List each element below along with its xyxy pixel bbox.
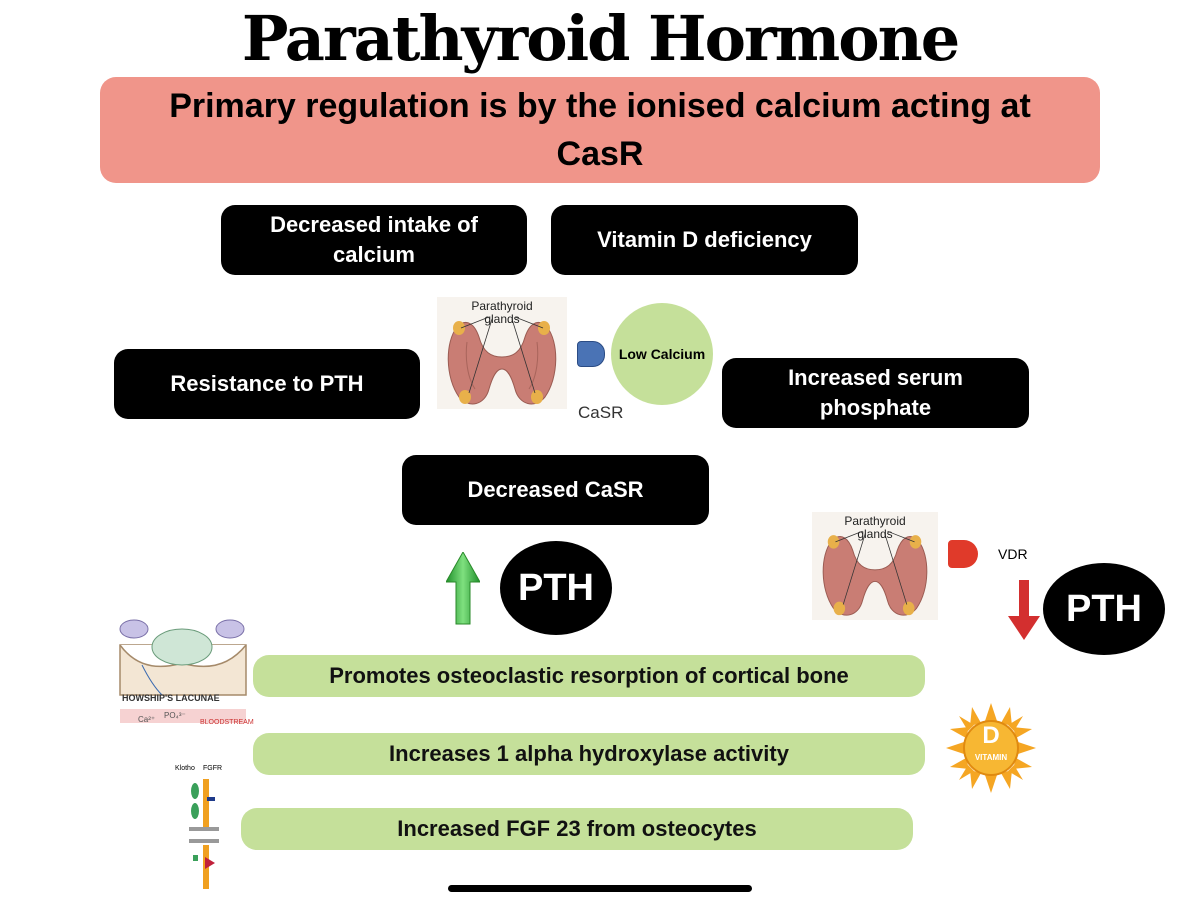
vdr-receptor-icon <box>948 540 978 568</box>
page-title: Parathyroid Hormone <box>241 2 960 75</box>
thyroid-illustration <box>447 316 557 405</box>
factor-calcium-intake: Decreased intake of calcium <box>221 205 527 275</box>
thyroid-illustration-2 <box>822 530 928 616</box>
action-fgf23: Increased FGF 23 from osteocytes <box>241 808 913 850</box>
factor-decreased-casr: Decreased CaSR <box>402 455 709 525</box>
pth-decrease-oval: PTH <box>1043 563 1165 655</box>
vitamin-text: VITAMIN <box>974 753 1008 762</box>
calcium-ion-label: Ca²⁺ <box>138 715 156 724</box>
parathyroid-gland-image-2: Parathyroid glands <box>812 512 938 620</box>
vitamin-d-sun-icon <box>946 703 1036 793</box>
fgfr-klotho-figure: Klotho FGFR <box>175 765 225 893</box>
gland-label-2: Parathyroid glands <box>844 514 906 541</box>
gland-label: Parathyroid glands <box>471 299 533 326</box>
up-arrow-icon <box>446 552 480 625</box>
vitamin-d-letter: D <box>982 722 1000 749</box>
pth-increase-oval: PTH <box>500 541 612 635</box>
bloodstream-label: BLOODSTREAM <box>200 719 254 726</box>
howships-label: HOWSHIP'S LACUNAE <box>122 693 220 703</box>
home-indicator[interactable] <box>448 885 752 892</box>
vdr-label: VDR <box>998 546 1028 562</box>
casr-receptor-icon <box>577 341 605 367</box>
factor-vitamin-d: Vitamin D deficiency <box>551 205 858 275</box>
klotho-label: Klotho <box>175 765 195 772</box>
osteoclast-illustration <box>119 619 247 723</box>
action-osteoclastic-resorption: Promotes osteoclastic resorption of cort… <box>253 655 925 697</box>
factor-pth-resistance: Resistance to PTH <box>114 349 420 419</box>
factor-serum-phosphate: Increased serum phosphate <box>722 358 1029 428</box>
howships-lacunae-figure: HOWSHIP'S LACUNAE Ca²⁺ PO₄³⁻ BLOODSTREAM <box>112 615 254 733</box>
down-arrow-icon <box>1008 580 1040 640</box>
parathyroid-gland-image: Parathyroid glands <box>437 297 567 409</box>
regulation-banner: Primary regulation is by the ionised cal… <box>100 77 1100 183</box>
receptor-illustration <box>189 779 219 889</box>
action-1alpha-hydroxylase: Increases 1 alpha hydroxylase activity <box>253 733 925 775</box>
phosphate-ion-label: PO₄³⁻ <box>164 711 186 720</box>
low-calcium-circle: Low Calcium <box>611 303 713 405</box>
casr-label: CaSR <box>578 403 624 422</box>
fgfr-label: FGFR <box>203 765 223 772</box>
